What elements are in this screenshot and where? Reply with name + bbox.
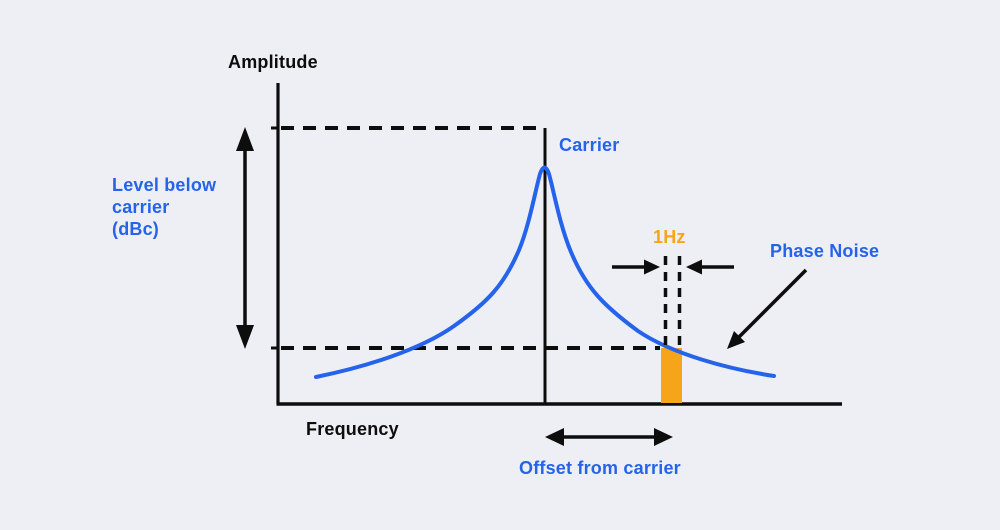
phase-noise-label: Phase Noise	[770, 241, 880, 261]
one-hz-right-arrow	[686, 259, 734, 275]
offset-from-carrier-arrow	[545, 428, 673, 446]
one-hz-label: 1Hz	[653, 227, 686, 247]
phase-noise-pointer-arrow	[727, 268, 808, 349]
offset-from-carrier-label: Offset from carrier	[519, 458, 681, 478]
one-hz-band	[661, 348, 682, 403]
one-hz-left-arrow	[612, 259, 660, 275]
level-below-carrier-label: Level below carrier (dBc)	[112, 175, 217, 239]
x-axis-label: Frequency	[306, 419, 399, 439]
carrier-label: Carrier	[559, 135, 620, 155]
phase-noise-curve	[314, 165, 776, 379]
level-below-carrier-arrow	[236, 127, 254, 349]
y-axis-label: Amplitude	[228, 52, 318, 72]
